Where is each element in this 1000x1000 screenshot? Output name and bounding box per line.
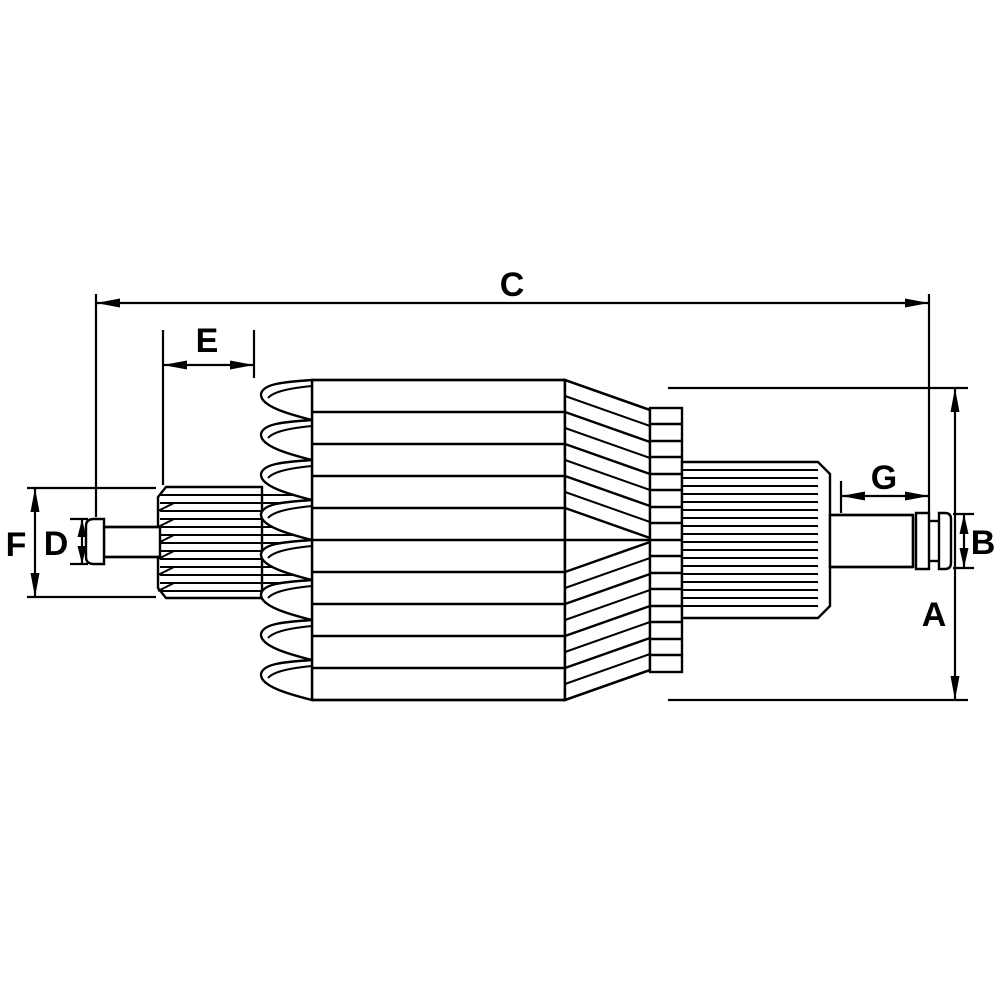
dim-g-arrow-left — [841, 491, 865, 501]
dim-a-label: A — [922, 596, 947, 634]
dim-f-arrow-top — [30, 488, 40, 512]
dim-d-label: D — [44, 525, 69, 563]
dimension-e: E — [161, 322, 256, 485]
dim-c-arrow-left — [96, 298, 120, 308]
dimension-b: B — [953, 512, 996, 570]
dimension-c: C — [94, 266, 931, 517]
dim-f-arrow-bottom — [30, 573, 40, 597]
dim-d-arrow-bottom — [77, 546, 87, 564]
dim-d-arrow-top — [77, 519, 87, 537]
dim-a-arrow-bottom — [950, 676, 960, 700]
dimension-g: G — [839, 459, 929, 513]
dimensions: C E F D — [6, 266, 996, 702]
dim-g-arrow-right — [905, 491, 929, 501]
dim-b-arrow-top — [959, 514, 969, 534]
right-end-journal — [914, 511, 953, 571]
dimension-d: D — [44, 517, 88, 566]
dimension-f: F — [6, 486, 156, 599]
left-end-cap — [84, 517, 106, 566]
armature-core — [310, 378, 567, 702]
dim-e-label: E — [196, 322, 219, 360]
right-spline-gear — [680, 460, 832, 620]
dim-g-label: G — [871, 459, 897, 497]
dim-c-label: C — [500, 266, 525, 304]
commutator-bars — [648, 406, 684, 674]
dim-e-arrow-right — [230, 360, 254, 370]
dim-a-arrow-top — [950, 388, 960, 412]
armature-drawing — [84, 378, 953, 702]
dim-e-arrow-left — [163, 360, 187, 370]
dim-b-label: B — [971, 524, 996, 562]
lamination-stack — [259, 378, 314, 702]
winding-zone — [563, 378, 652, 702]
dim-b-arrow-bottom — [959, 548, 969, 568]
dimension-a: A — [668, 386, 968, 702]
right-shaft — [828, 513, 915, 569]
dim-c-arrow-right — [905, 298, 929, 308]
left-shaft — [102, 525, 162, 559]
dim-f-label: F — [6, 526, 27, 564]
